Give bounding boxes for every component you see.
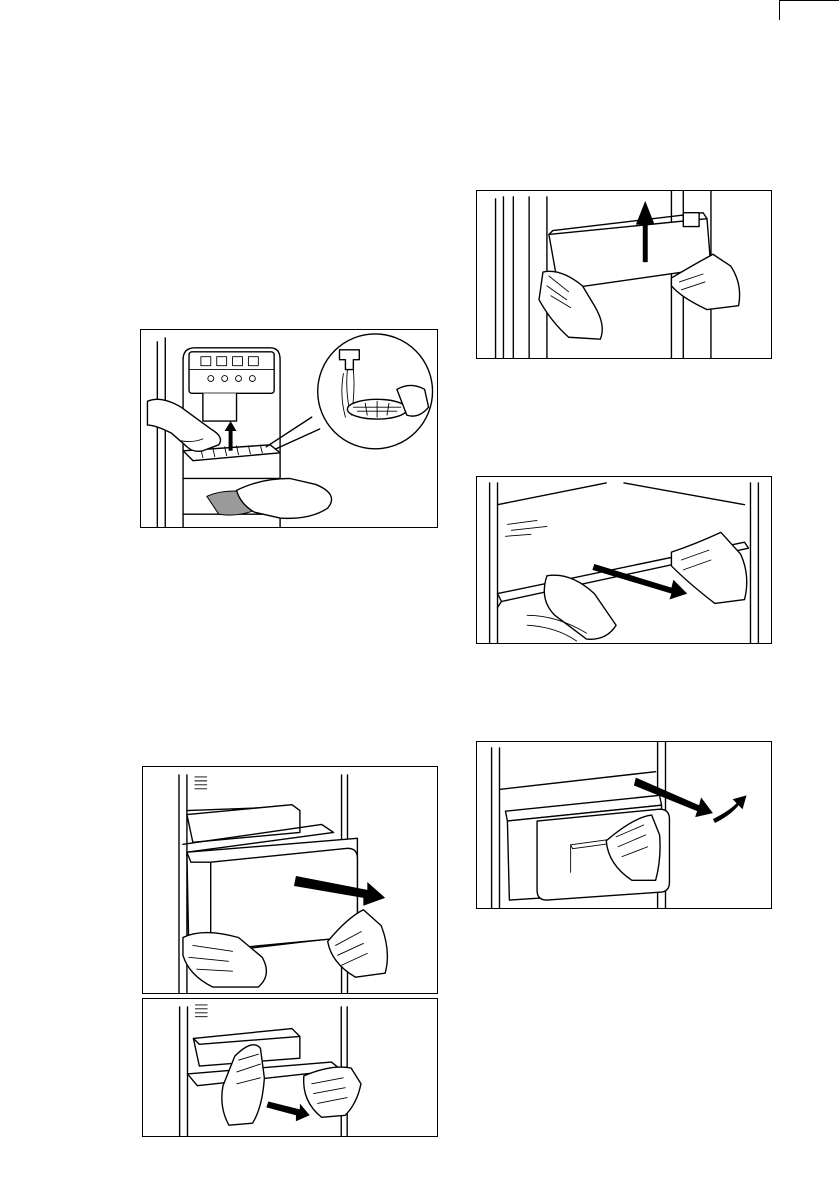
crop-mark-vertical bbox=[779, 0, 780, 20]
dispenser-drip-tray-illustration bbox=[141, 330, 437, 527]
figure-door-bin bbox=[476, 190, 772, 359]
crisper-drawer-illustration bbox=[143, 767, 437, 993]
figure-dispenser-drip-tray bbox=[140, 329, 438, 528]
door-bin-illustration bbox=[477, 191, 771, 358]
figure-freezer-drawer bbox=[476, 741, 772, 909]
freezer-drawer-illustration bbox=[477, 742, 771, 908]
figure-glass-shelf bbox=[476, 476, 772, 644]
figure-crisper-drawer bbox=[142, 766, 438, 994]
crop-mark-horizontal bbox=[779, 0, 839, 1]
glass-shelf-illustration bbox=[477, 477, 771, 643]
figure-drawer-shelf bbox=[142, 998, 438, 1137]
drawer-shelf-illustration bbox=[143, 999, 437, 1136]
